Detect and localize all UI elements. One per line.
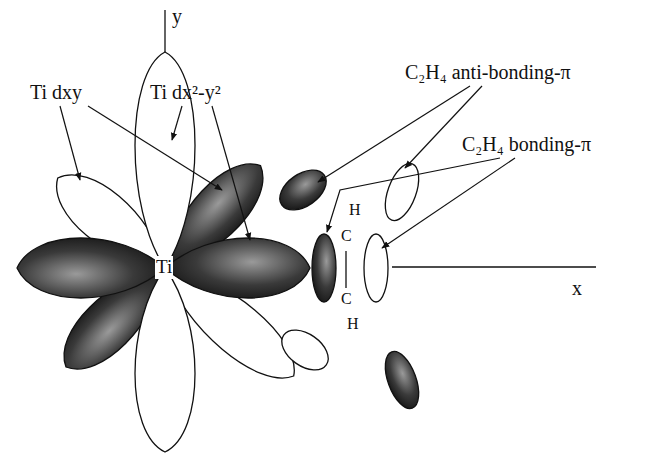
atom-label: H [346,314,360,333]
orbital-label: C₂H₄ bonding-π [462,132,591,156]
orbital-label: C₂H₄ anti-bonding-π [405,60,571,84]
dx2y2-lobe [165,238,310,298]
dx2y2-lobe [135,268,195,452]
y-axis [164,10,165,52]
atom-label: Ti [155,256,173,279]
antibonding-lobe [275,322,336,378]
axis-label: y [172,4,182,28]
atom-label: C [340,226,353,245]
axis-label: x [572,276,582,300]
antibonding-lobe [379,159,426,225]
antibonding-lobe [379,347,426,413]
bonding-lobe [364,234,388,302]
leader-lines [60,86,515,248]
antibonding-lobe [273,162,334,218]
atom-label: H [348,200,362,219]
bonding-lobe [312,234,336,302]
dx2y2-lobe [17,238,165,298]
orbital-label: Ti dx²-y² [150,80,221,104]
cc-bond [345,251,346,288]
orbital-label: Ti dxy [30,80,82,104]
atom-label: C [340,289,353,308]
x-axis [392,266,596,267]
